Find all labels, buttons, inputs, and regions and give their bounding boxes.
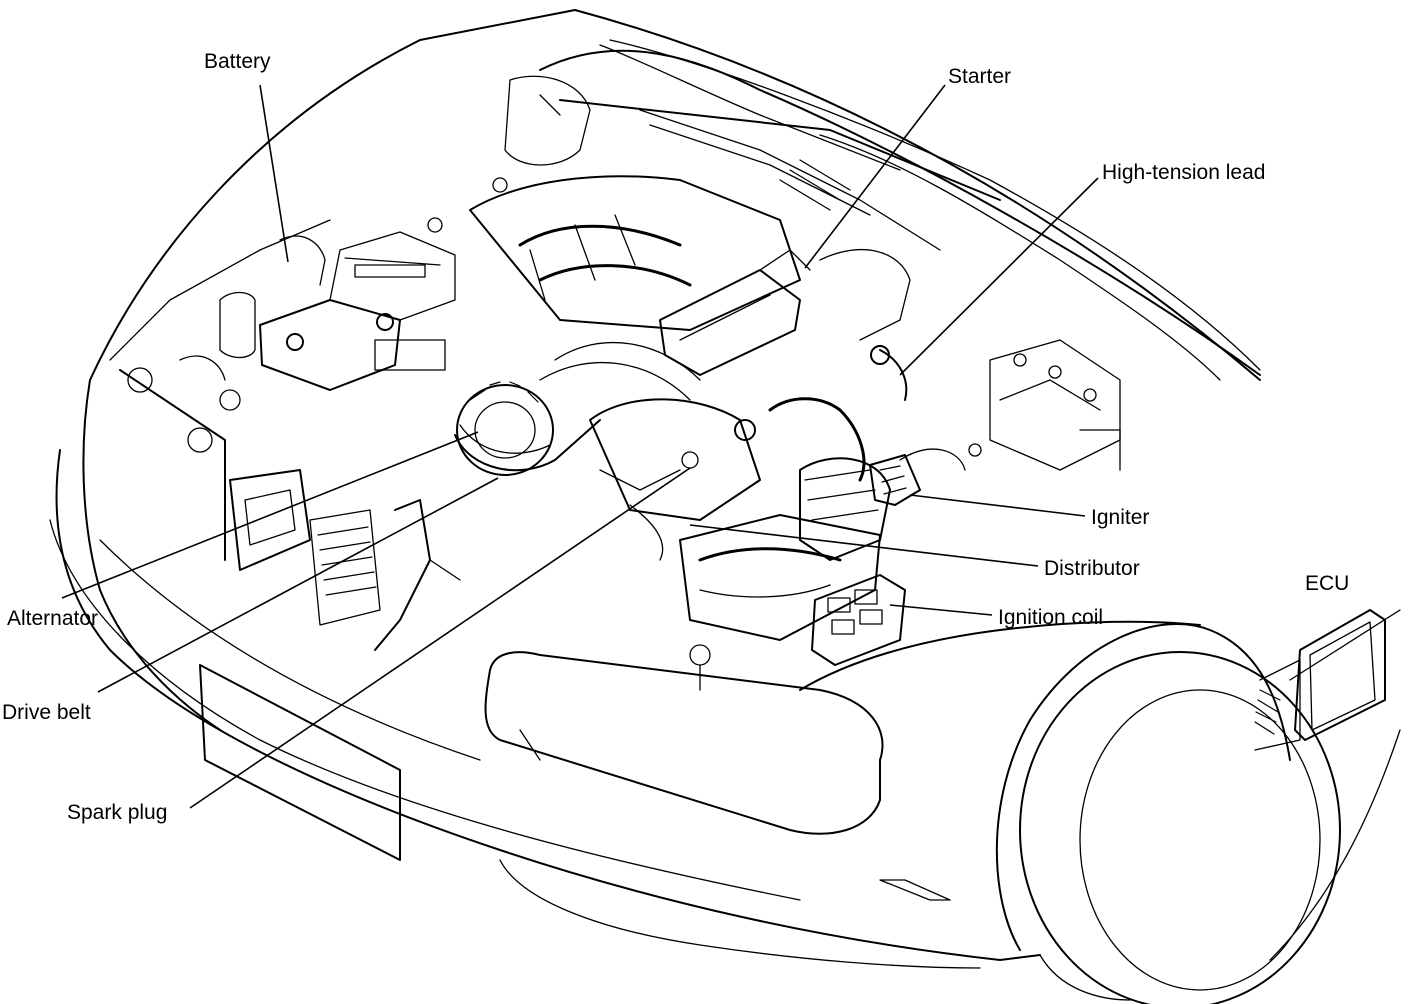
leader-distributor [689, 524, 1039, 567]
leader-spark-plug [189, 467, 691, 809]
leader-lines [61, 84, 1099, 809]
label-ecu: ECU [1305, 572, 1350, 595]
leader-alternator [61, 431, 479, 599]
label-igniter: Igniter [1091, 506, 1150, 529]
leader-drive-belt [97, 477, 499, 693]
leader-battery [259, 84, 289, 263]
label-battery: Battery [204, 50, 271, 73]
leader-starter [804, 84, 946, 269]
label-drive-belt: Drive belt [2, 701, 91, 724]
label-ignition-coil: Ignition coil [998, 606, 1104, 629]
label-high-tension-lead: High-tension lead [1102, 161, 1266, 184]
label-starter: Starter [948, 65, 1012, 88]
label-spark-plug: Spark plug [67, 801, 168, 824]
engine-components [127, 75, 1121, 691]
label-distributor: Distributor [1044, 557, 1140, 580]
leader-igniter [909, 494, 1086, 517]
car-body-outline [49, 9, 1401, 1004]
label-alternator: Alternator [7, 607, 99, 630]
leader-ignition-coil [889, 604, 993, 616]
leader-high-tension-lead [899, 177, 1099, 376]
